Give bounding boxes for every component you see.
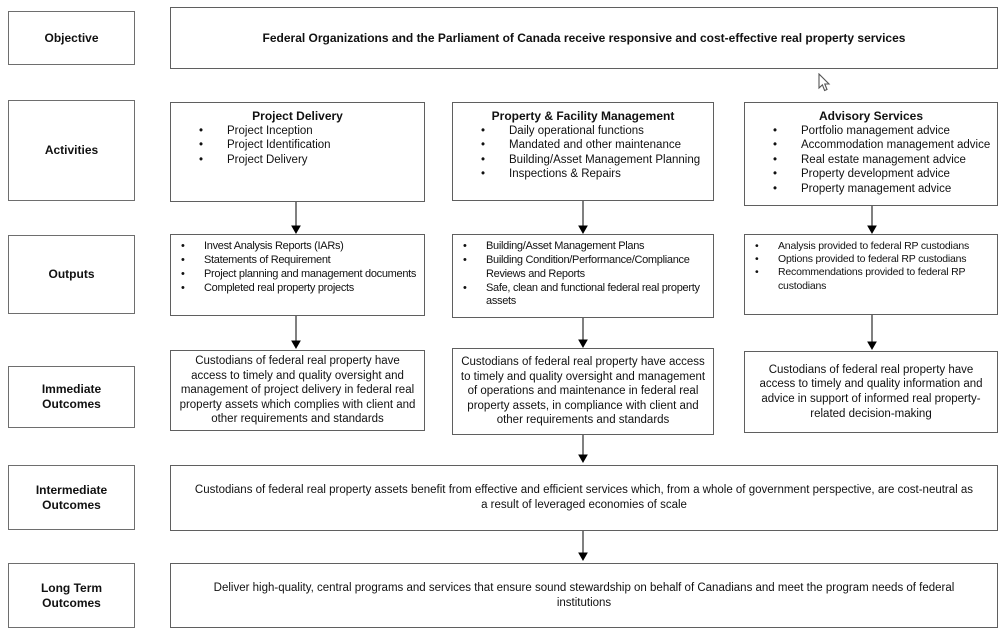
bullet-list: Analysis provided to federal RP custodia… bbox=[745, 240, 997, 293]
bullet-item: Project Inception bbox=[171, 124, 424, 139]
bullet-item: Options provided to federal RP custodian… bbox=[745, 253, 997, 266]
outcome-text: Custodians of federal real property have… bbox=[460, 356, 706, 427]
bullet-item: Project Identification bbox=[171, 138, 424, 153]
bullet-item: Invest Analysis Reports (IARs) bbox=[171, 240, 424, 254]
row-label-immediate-outcomes: Immediate Outcomes bbox=[8, 366, 135, 428]
outcome-text: Deliver high-quality, central programs a… bbox=[213, 581, 955, 609]
bullet-list: Building/Asset Management Plans Building… bbox=[453, 240, 713, 309]
bullet-item: Property management advice bbox=[745, 182, 997, 197]
bullet-item: Statements of Requirement bbox=[171, 254, 424, 268]
activities-box-project-delivery: Project Delivery Project Inception Proje… bbox=[170, 102, 425, 202]
bullet-item: Recommendations provided to federal RP c… bbox=[745, 266, 997, 292]
outcome-text: Custodians of federal real property have… bbox=[759, 363, 983, 420]
row-label-text: Intermediate Outcomes bbox=[35, 482, 108, 512]
bullet-item: Portfolio management advice bbox=[745, 124, 997, 139]
intermediate-outcomes-box: Custodians of federal real property asse… bbox=[170, 465, 998, 531]
row-label-outputs: Outputs bbox=[8, 235, 135, 314]
bullet-item: Analysis provided to federal RP custodia… bbox=[745, 240, 997, 253]
row-label-activities: Activities bbox=[8, 100, 135, 201]
bullet-item: Real estate management advice bbox=[745, 153, 997, 168]
row-label-long-term-outcomes: Long Term Outcomes bbox=[8, 563, 135, 628]
bullet-item: Building/Asset Management Planning bbox=[453, 153, 713, 168]
row-label-text: Immediate Outcomes bbox=[41, 382, 102, 411]
box-title: Property & Facility Management bbox=[491, 109, 675, 123]
arrowhead bbox=[867, 341, 877, 351]
bullet-item: Property development advice bbox=[745, 167, 997, 182]
row-label-text: Long Term Outcomes bbox=[40, 580, 103, 610]
bullet-item: Inspections & Repairs bbox=[453, 167, 713, 182]
activities-box-advisory-services: Advisory Services Portfolio management a… bbox=[744, 102, 998, 206]
outputs-box-project-delivery: Invest Analysis Reports (IARs) Statement… bbox=[170, 234, 425, 316]
long-term-outcomes-box: Deliver high-quality, central programs a… bbox=[170, 563, 998, 628]
objective-text: Federal Organizations and the Parliament… bbox=[262, 31, 906, 45]
bullet-item: Mandated and other maintenance bbox=[453, 138, 713, 153]
bullet-item: Building Condition/Performance/Complianc… bbox=[453, 254, 713, 282]
immediate-outcome-box-advisory-services: Custodians of federal real property have… bbox=[744, 351, 998, 433]
mouse-cursor-icon bbox=[818, 73, 831, 92]
outputs-box-property-facility-management: Building/Asset Management Plans Building… bbox=[452, 234, 714, 318]
bullet-list: Invest Analysis Reports (IARs) Statement… bbox=[171, 240, 424, 295]
arrowhead bbox=[578, 339, 588, 349]
bullet-item: Building/Asset Management Plans bbox=[453, 240, 713, 254]
outcome-text: Custodians of federal real property asse… bbox=[194, 484, 974, 511]
activities-box-property-facility-management: Property & Facility Management Daily ope… bbox=[452, 102, 714, 201]
row-label-text: Activities bbox=[44, 143, 99, 157]
immediate-outcome-box-property-facility-management: Custodians of federal real property have… bbox=[452, 348, 714, 435]
bullet-list: Project Inception Project Identification… bbox=[171, 124, 424, 168]
row-label-intermediate-outcomes: Intermediate Outcomes bbox=[8, 465, 135, 530]
row-label-objective: Objective bbox=[8, 11, 135, 65]
arrowhead bbox=[578, 454, 588, 464]
bullet-item: Accommodation management advice bbox=[745, 138, 997, 153]
arrowhead bbox=[578, 552, 588, 562]
arrowhead bbox=[867, 225, 877, 235]
objective-box: Federal Organizations and the Parliament… bbox=[170, 7, 998, 69]
bullet-item: Safe, clean and functional federal real … bbox=[453, 282, 713, 310]
immediate-outcome-box-project-delivery: Custodians of federal real property have… bbox=[170, 350, 425, 431]
outcome-text: Custodians of federal real property have… bbox=[179, 355, 416, 426]
bullet-list: Portfolio management advice Accommodatio… bbox=[745, 124, 997, 197]
arrowhead bbox=[291, 225, 301, 235]
arrowhead bbox=[291, 340, 301, 350]
box-title: Project Delivery bbox=[252, 109, 343, 123]
bullet-item: Project Delivery bbox=[171, 153, 424, 168]
row-label-text: Objective bbox=[44, 30, 99, 45]
bullet-list: Daily operational functions Mandated and… bbox=[453, 124, 713, 182]
bullet-item: Project planning and management document… bbox=[171, 268, 424, 282]
bullet-item: Daily operational functions bbox=[453, 124, 713, 139]
bullet-item: Completed real property projects bbox=[171, 282, 424, 296]
box-title: Advisory Services bbox=[818, 109, 924, 123]
arrowhead bbox=[578, 225, 588, 235]
outputs-box-advisory-services: Analysis provided to federal RP custodia… bbox=[744, 234, 998, 315]
row-label-text: Outputs bbox=[48, 267, 95, 281]
